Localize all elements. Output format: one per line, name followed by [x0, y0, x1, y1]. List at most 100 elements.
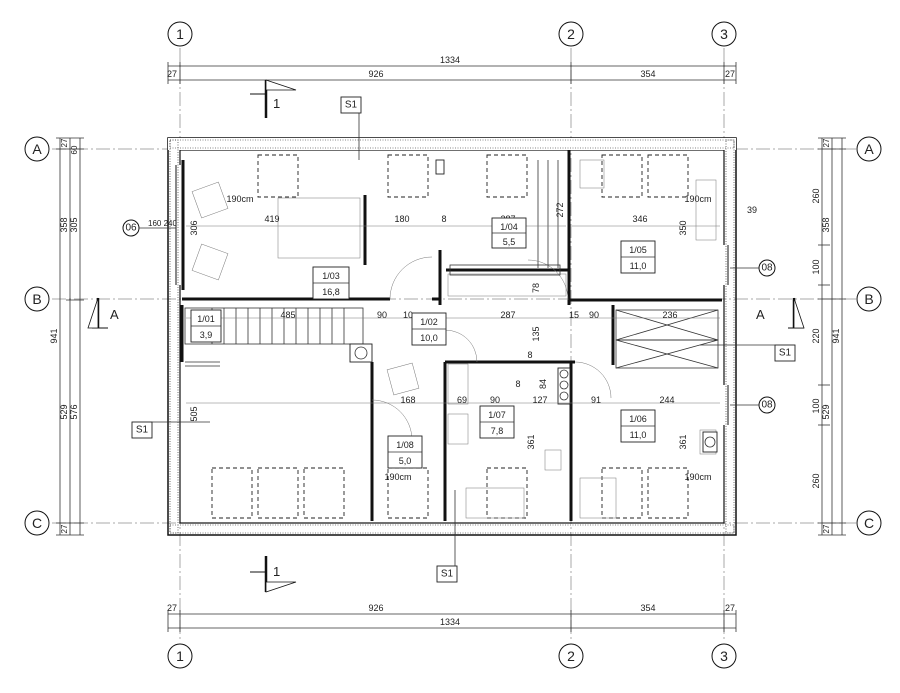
dim-left-a: 358: [59, 217, 69, 232]
dim-190b: 190cm: [684, 194, 711, 204]
dim-right-d: 220: [811, 328, 821, 343]
svg-text:S1: S1: [136, 425, 149, 436]
window-tag-08-lower: 08: [730, 396, 776, 414]
dim-127: 127: [532, 395, 547, 405]
door-swings: [371, 256, 612, 441]
dim-90a: 90: [377, 310, 387, 320]
dim-361a: 361: [526, 434, 536, 449]
dim-right-g: 260: [811, 473, 821, 488]
svg-text:2: 2: [567, 26, 575, 42]
svg-text:16,8: 16,8: [322, 287, 340, 297]
svg-text:B: B: [864, 291, 873, 307]
right-dimension-chain: 260 358 100 220 941 100 529 260 27 27: [811, 137, 846, 536]
dim-287b: 287: [500, 310, 515, 320]
dim-8b: 8: [527, 350, 532, 360]
svg-text:08: 08: [761, 400, 773, 411]
axis-bubble-a-right: A: [856, 136, 882, 162]
svg-text:1: 1: [273, 564, 280, 579]
svg-text:S1: S1: [441, 569, 454, 580]
svg-text:S1: S1: [779, 348, 792, 359]
dim-39: 39: [747, 205, 757, 215]
dim-right-c: 100: [811, 259, 821, 274]
dim-left-outer: 941: [49, 328, 59, 343]
svg-text:1/08: 1/08: [396, 440, 414, 450]
svg-text:S1: S1: [345, 100, 358, 111]
axis-bubble-a-left: A: [24, 136, 50, 162]
dim-272: 272: [555, 202, 565, 217]
dim-top-total: 1334: [440, 55, 460, 65]
dim-244: 244: [659, 395, 674, 405]
window-tag-08-upper: 08: [730, 259, 776, 277]
dim-top-left: 926: [368, 69, 383, 79]
dim-10: 10: [403, 310, 413, 320]
dim-right-bot: 27: [822, 524, 831, 533]
dim-78: 78: [531, 283, 541, 293]
section-marker-a-left: A: [87, 297, 119, 329]
s1-tag-top: S1: [340, 96, 362, 160]
svg-text:1: 1: [176, 648, 184, 664]
dim-right-e: 100: [811, 398, 821, 413]
dim-485: 485: [280, 310, 295, 320]
svg-text:160 240: 160 240: [148, 219, 177, 228]
axis-bubble-b-right: B: [856, 286, 882, 312]
section-marker-a-right: A: [756, 297, 805, 329]
section-marker-1-bottom: 1: [250, 556, 297, 593]
svg-text:1/07: 1/07: [488, 410, 506, 420]
dim-180: 180: [394, 214, 409, 224]
svg-text:7,8: 7,8: [491, 426, 504, 436]
dim-236: 236: [662, 310, 677, 320]
axis-bubble-c-left: C: [24, 510, 50, 536]
room-tag-1-06: 1/06 11,0: [620, 409, 656, 443]
dim-left-b: 305: [69, 217, 79, 232]
dim-right-top: 27: [822, 138, 831, 147]
s1-tag-right: S1: [700, 344, 796, 362]
dim-190c: 190cm: [384, 472, 411, 482]
axis-bubble-3-top: 3: [711, 21, 737, 47]
dim-8a: 8: [441, 214, 446, 224]
svg-text:08: 08: [761, 263, 773, 274]
dim-right-b: 358: [821, 217, 831, 232]
svg-text:11,0: 11,0: [630, 430, 647, 440]
room-tag-1-01: 1/01 3,9: [190, 309, 222, 343]
dim-top-edge-right: 27: [725, 69, 735, 79]
dim-left-top-b: 60: [70, 145, 79, 154]
svg-text:1/02: 1/02: [420, 317, 438, 327]
dim-left-top-a: 27: [60, 138, 69, 147]
dim-left-bot: 27: [60, 524, 69, 533]
room-tag-1-05: 1/05 11,0: [620, 240, 656, 274]
room-tag-1-08: 1/08 5,0: [387, 435, 423, 469]
axis-bubble-c-right: C: [856, 510, 882, 536]
svg-text:1/03: 1/03: [322, 271, 340, 281]
svg-text:3,9: 3,9: [200, 330, 213, 340]
interior-walls: [180, 150, 722, 521]
svg-text:5,0: 5,0: [399, 456, 412, 466]
svg-text:3: 3: [720, 648, 728, 664]
bottom-dimension-chain: 926 354 1334 27 27: [167, 603, 737, 632]
svg-text:B: B: [32, 291, 41, 307]
svg-text:1/06: 1/06: [629, 414, 647, 424]
dim-135: 135: [531, 326, 541, 341]
svg-text:3: 3: [720, 26, 728, 42]
furniture: [181, 159, 718, 519]
dim-8c: 8: [515, 379, 520, 389]
svg-text:A: A: [110, 307, 119, 322]
svg-text:1/04: 1/04: [500, 222, 518, 232]
section-marker-1-top: 1: [250, 79, 297, 118]
inner-dimensions: 419 180 8 287 346 190cm 190cm 190cm 190c…: [186, 194, 757, 482]
dim-505: 505: [189, 406, 199, 421]
svg-text:10,0: 10,0: [420, 333, 438, 343]
axis-bubble-3-bottom: 3: [711, 643, 737, 669]
stairs: [184, 307, 364, 367]
svg-text:1: 1: [273, 96, 280, 111]
dim-right-outer: 941: [831, 328, 841, 343]
svg-text:A: A: [32, 141, 42, 157]
svg-text:A: A: [864, 141, 874, 157]
left-dimension-chain: 941 358 305 529 576 27 60 27: [49, 137, 84, 536]
dim-bottom-total: 1334: [440, 617, 460, 627]
dim-15: 15: [569, 310, 579, 320]
dim-190d: 190cm: [684, 472, 711, 482]
dim-306: 306: [189, 220, 199, 235]
dim-bottom-right: 354: [640, 603, 655, 613]
svg-text:06: 06: [125, 223, 137, 234]
svg-text:11,0: 11,0: [630, 261, 647, 271]
